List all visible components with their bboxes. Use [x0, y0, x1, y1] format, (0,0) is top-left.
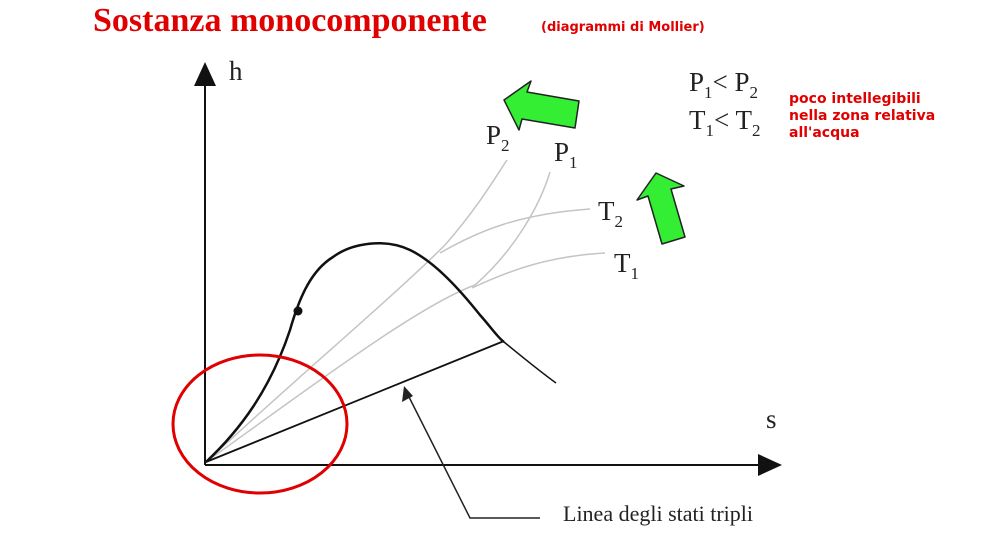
temperature-increase-arrow-icon	[636, 172, 686, 245]
saturation-dome-curve	[205, 241, 505, 463]
page-subtitle: (diagrammi di Mollier)	[541, 20, 705, 35]
x-axis-label: s	[766, 404, 777, 434]
pressure-increase-arrow-icon	[503, 80, 580, 131]
annotation-note: poco intellegibili nella zona relativa a…	[789, 91, 935, 142]
critical-point-marker	[293, 306, 303, 316]
isotherm-t2-curve	[439, 208, 591, 254]
note-line-1: poco intellegibili	[789, 91, 921, 107]
triple-line-pointer	[406, 392, 540, 519]
note-line-3: all'acqua	[789, 125, 860, 141]
temperature-relation: T1< T2	[689, 105, 761, 140]
isotherm-t1-curve	[471, 252, 606, 289]
x-axis-arrow-icon	[758, 454, 782, 476]
y-axis-label: h	[229, 56, 243, 86]
water-zone-highlight-circle	[171, 353, 349, 495]
triple-state-line	[205, 340, 505, 463]
isobar-p2-label: P2	[486, 120, 510, 155]
page-title: Sostanza monocomponente	[93, 2, 487, 39]
isotherm-t2-label: T2	[598, 196, 623, 231]
isotherm-t1-label: T1	[614, 248, 639, 283]
isobar-p1-curve	[205, 171, 551, 463]
isobar-p1-label: P1	[554, 137, 578, 172]
triple-line-label: Linea degli stati tripli	[563, 501, 753, 526]
y-axis-arrow-icon	[194, 62, 216, 86]
pressure-relation: P1< P2	[689, 67, 758, 102]
superheated-tail-curve	[503, 341, 557, 384]
note-line-2: nella zona relativa	[789, 108, 936, 124]
isobar-p2-curve	[205, 159, 508, 463]
triple-line-pointer-arrow-icon	[402, 386, 413, 402]
